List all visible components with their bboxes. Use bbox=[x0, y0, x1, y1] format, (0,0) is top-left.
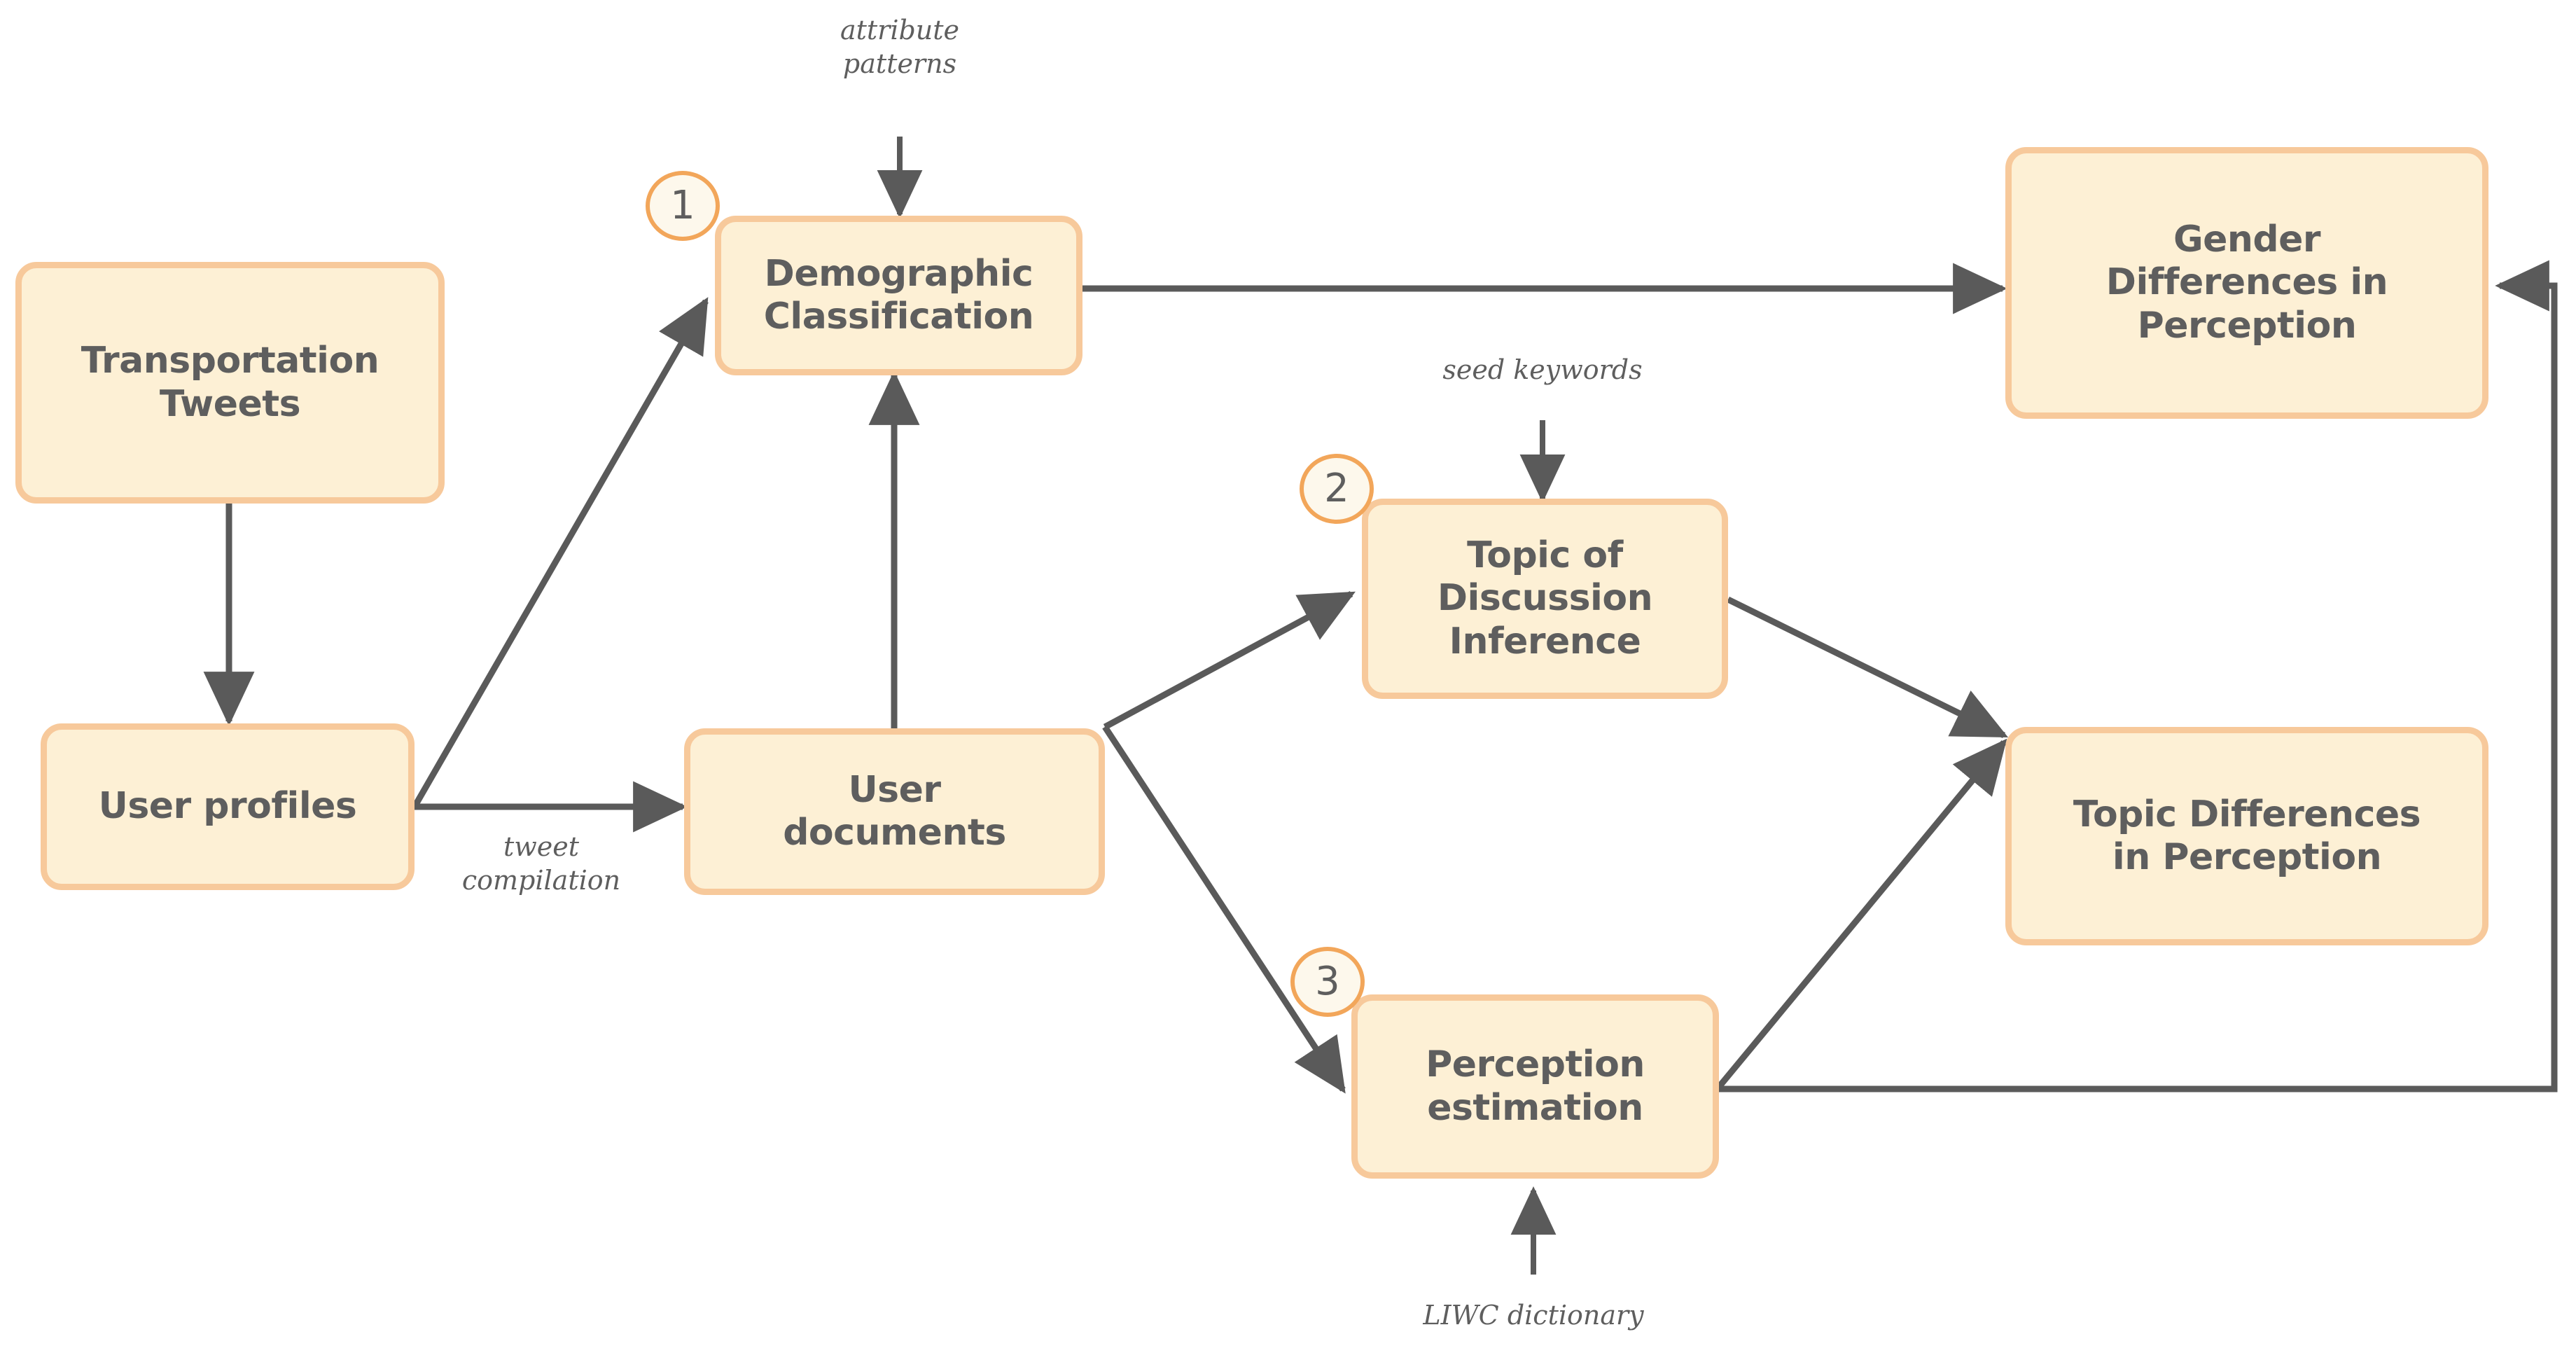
edge-user-profiles-to-demographic-classification bbox=[412, 297, 709, 809]
node-user-documents[interactable]: User documents bbox=[684, 728, 1105, 895]
node-label: Perception estimation bbox=[1426, 1043, 1645, 1129]
node-label: User profiles bbox=[98, 785, 357, 828]
step-badge-number: 1 bbox=[670, 183, 695, 228]
edge-user-documents-to-topic-of-discussion-inference bbox=[1103, 591, 1356, 730]
edge-user-documents-to-perception-estimation bbox=[1102, 725, 1346, 1094]
step-badge-number: 3 bbox=[1315, 959, 1340, 1004]
edge-label-seed-keywords: seed keywords bbox=[1442, 354, 1643, 385]
edge-perception-estimation-to-topic-differences bbox=[1716, 738, 2007, 1089]
node-label: Topic of Discussion Inference bbox=[1437, 534, 1653, 662]
edge-label-tweet-compilation: tweet compilation bbox=[461, 831, 621, 896]
step-badge-1[interactable]: 1 bbox=[646, 171, 720, 241]
edge-label-attribute-patterns: attribute patterns bbox=[840, 15, 960, 79]
node-topic-of-discussion-inference[interactable]: Topic of Discussion Inference bbox=[1362, 499, 1728, 699]
node-perception-estimation[interactable]: Perception estimation bbox=[1351, 994, 1719, 1179]
step-badge-number: 2 bbox=[1324, 466, 1349, 511]
node-demographic-classification[interactable]: Demographic Classification bbox=[715, 216, 1082, 375]
node-gender-differences-in-perception[interactable]: Gender Differences in Perception bbox=[2005, 147, 2488, 419]
step-badge-3[interactable]: 3 bbox=[1290, 947, 1365, 1017]
node-label: Transportation Tweets bbox=[81, 340, 380, 425]
node-label: Gender Differences in Perception bbox=[2105, 218, 2388, 347]
node-user-profiles[interactable]: User profiles bbox=[41, 723, 415, 890]
node-label: User documents bbox=[783, 768, 1006, 854]
node-topic-differences-in-perception[interactable]: Topic Differences in Perception bbox=[2005, 727, 2488, 945]
node-label: Topic Differences in Perception bbox=[2073, 793, 2421, 878]
edge-label-liwc-dictionary: LIWC dictionary bbox=[1423, 1300, 1644, 1331]
edge-topic-of-discussion-to-topic-differences bbox=[1727, 596, 2009, 739]
step-badge-2[interactable]: 2 bbox=[1300, 454, 1374, 524]
node-label: Demographic Classification bbox=[763, 252, 1034, 338]
node-transportation-tweets[interactable]: Transportation Tweets bbox=[15, 262, 445, 504]
